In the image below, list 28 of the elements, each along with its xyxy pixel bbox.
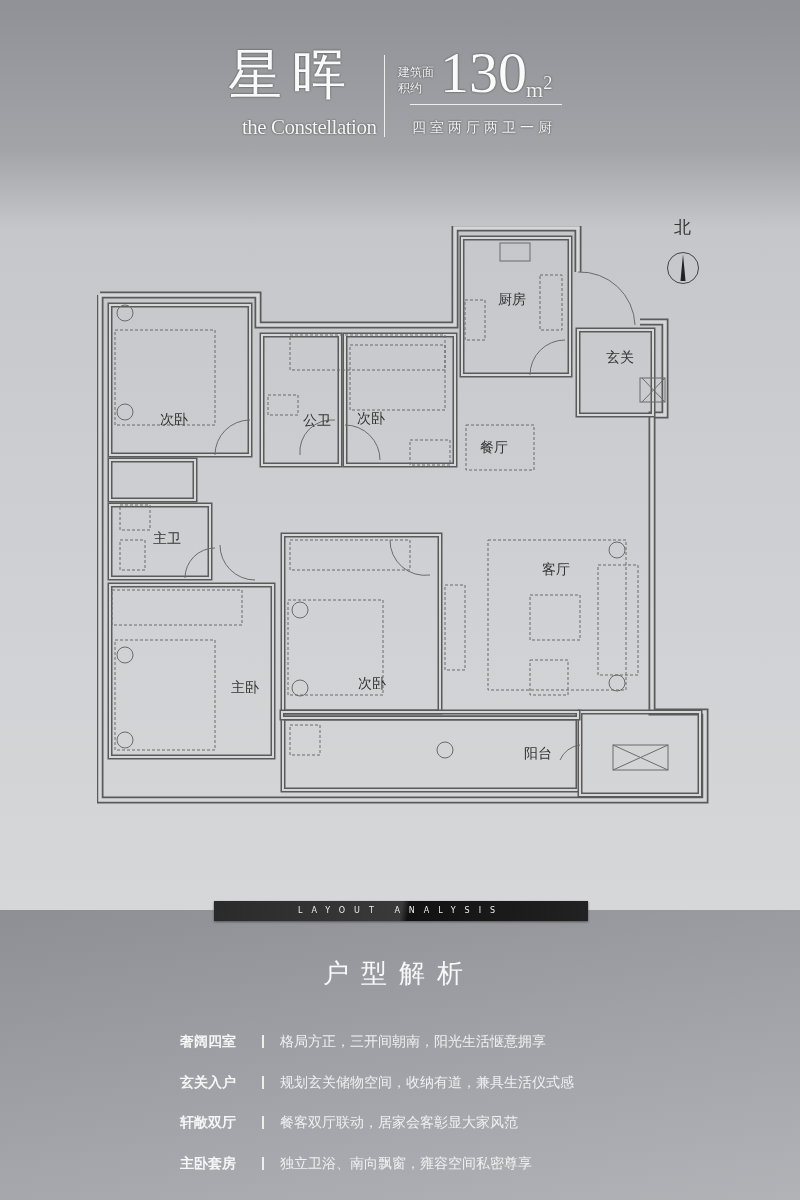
section-heading: 户型解析: [323, 960, 475, 986]
subtitle: the Constellation: [242, 117, 377, 138]
room-label: 餐厅: [480, 440, 508, 454]
row-description: 规划玄关储物空间，收纳有道，兼具生活仪式感: [280, 1074, 574, 1089]
room-label: 玄关: [606, 350, 634, 364]
layout-summary: 四室两厅两卫一厨: [412, 120, 556, 134]
room-label: 次卧: [358, 676, 386, 690]
section-banner: LAYOUT ANALYSIS: [214, 901, 588, 921]
room-label: 客厅: [542, 562, 570, 576]
room-label: 主卧: [231, 680, 259, 694]
room-label: 次卧: [357, 411, 385, 425]
row-heading: 轩敞双厅: [180, 1115, 236, 1129]
room-label: 阳台: [524, 746, 552, 760]
room-label: 公卫: [303, 413, 331, 427]
area-unit: m$^{2}$: [526, 74, 553, 102]
row-description: 格局方正，三开间朝南，阳光生活惬意拥享: [280, 1034, 546, 1048]
area-value: 130: [440, 44, 527, 102]
room-label: 主卫: [153, 531, 181, 545]
row-description: 餐客双厅联动，居家会客彰显大家风范: [280, 1115, 518, 1129]
row-description: 独立卫浴、南向飘窗，雍容空间私密尊享: [280, 1155, 532, 1170]
row-heading: 主卧套房: [180, 1155, 236, 1170]
room-label: 厨房: [498, 292, 526, 306]
room-label: 次卧: [160, 412, 188, 426]
north-label: 北: [674, 219, 691, 236]
row-heading: 奢阔四室: [180, 1034, 236, 1048]
area-caption: 建筑面积约: [398, 64, 435, 96]
row-heading: 玄关入户: [180, 1074, 236, 1089]
title: 星晖: [228, 48, 356, 102]
